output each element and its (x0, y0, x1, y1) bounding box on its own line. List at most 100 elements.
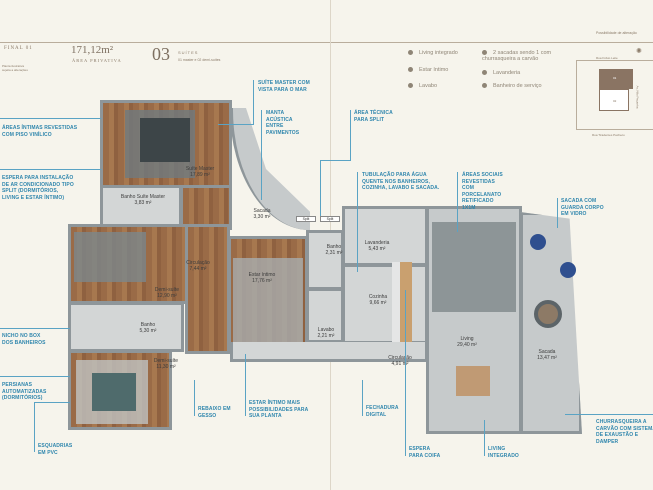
room-banho (68, 302, 184, 352)
unit-title: FINAL 01 (4, 46, 33, 51)
feature-item: 2 sacadas sendo 1 com churrasqueira a ca… (482, 50, 552, 62)
leader-line (0, 118, 101, 119)
leader-line (457, 172, 458, 232)
leader-line (34, 402, 70, 403)
bullet-icon (482, 83, 487, 89)
room-circulacao-1 (185, 224, 230, 354)
unit-outline (599, 89, 629, 111)
rug (233, 258, 303, 348)
chair-icon (530, 234, 546, 250)
chair-icon (560, 262, 576, 278)
leader-line (253, 80, 254, 124)
location-map: 01 02 (576, 60, 653, 130)
area-value: 171,12m² (71, 44, 114, 56)
callout-persianas: PERSIANAS AUTOMATIZADAS (dormitórios) (2, 382, 47, 401)
bullet-icon (408, 83, 413, 89)
callout-espera-ar: ESPERA PARA INSTALAÇÃO DE AR CONDICIONAD… (2, 175, 74, 201)
leader-line (362, 380, 363, 416)
bed-icon (92, 373, 136, 411)
dining-table-icon (456, 366, 490, 396)
leader-line (557, 198, 558, 228)
street-side: Av. Nilo Peçanha (635, 85, 640, 109)
round-table-icon (534, 300, 562, 328)
compass-rose-icon: ✺ (636, 48, 642, 55)
callout-areas-intimas: ÁREAS ÍNTIMAS REVESTIDAS COM PISO VINÍLI… (2, 125, 78, 138)
callout-nicho: NICHO NO BOX DOS BANHEIROS (2, 333, 46, 346)
callout-fechadura: FECHADURA DIGITAL (366, 405, 399, 418)
bullet-icon (482, 70, 487, 76)
leader-line (261, 110, 262, 200)
leader-line (357, 172, 358, 272)
bullet-icon (408, 67, 413, 73)
possibility-note: Possibilidade de alteração (596, 31, 637, 35)
callout-tubulacao: TUBULAÇÃO PARA ÁGUA QUENTE NOS BANHEIROS… (362, 172, 440, 191)
leader-line (405, 290, 406, 456)
street-top: Rua Fúlvio Leite (596, 56, 618, 60)
suites-note: 01 master e 02 demi-suítes (178, 58, 221, 62)
leader-line (34, 402, 35, 452)
bullet-icon (482, 50, 487, 56)
feature-item: Living integrado (408, 50, 458, 56)
unit-mark: 01 (613, 76, 617, 80)
leader-line (0, 169, 101, 170)
header-rule (0, 42, 653, 43)
leader-line (484, 420, 485, 456)
callout-espera-coifa: ESPERA PARA COIFA (409, 446, 441, 459)
feature-item: Banheiro de serviço (482, 83, 542, 89)
callout-area-tecnica: ÁREA TÉCNICA PARA SPLIT (354, 110, 393, 123)
split-unit: Split (320, 216, 340, 222)
rug (432, 222, 516, 312)
callout-suite-master: SUÍTE MASTER COM VISTA PARA O MAR (258, 80, 310, 93)
feature-item: Estar íntimo (408, 67, 448, 73)
leader-line (320, 160, 351, 161)
feature-item: Lavanderia (482, 70, 520, 76)
callout-living: LIVING INTEGRADO (488, 446, 519, 459)
kitchen-island (392, 262, 412, 344)
room-lavanderia (342, 206, 428, 266)
room-banho-servico (306, 230, 344, 290)
callout-estar-intimo: ESTAR ÍNTIMO MAIS POSSIBILIDADES PARA SU… (249, 400, 309, 419)
bullet-icon (408, 50, 413, 56)
suites-count: 03 (152, 44, 170, 64)
callout-churrasqueira: CHURRASQUEIRA A CARVÃO COM SISTEMA DE EX… (596, 419, 653, 445)
callout-esquadrias: ESQUADRIAS EM PVC (38, 443, 73, 456)
bed-icon (140, 118, 190, 162)
callout-manta: MANTA ACÚSTICA ENTRE PAVIMENTOS (266, 110, 300, 136)
leader-line (565, 414, 653, 415)
callout-rebaixo: REBAIXO EM GESSO (198, 406, 231, 419)
room-cozinha (342, 264, 428, 344)
unit-mark: 02 (613, 99, 617, 103)
leader-line (320, 160, 321, 216)
callout-sacada-vidro: SACADA COM GUARDA CORPO EM VIDRO (561, 198, 604, 217)
unit-highlight (599, 69, 633, 89)
leader-line (218, 124, 254, 125)
leader-line (245, 354, 246, 416)
split-unit: Split (296, 216, 316, 222)
area-label: ÁREA PRIVATIVA (72, 58, 122, 63)
leader-line (350, 110, 351, 160)
callout-areas-sociais: ÁREAS SOCIAIS REVESTIDAS COM PORCELANATO… (462, 172, 503, 211)
leader-line (194, 380, 195, 416)
leader-line (0, 328, 70, 329)
bed-icon (74, 232, 146, 282)
unit-note: Planta ilustrativa sujeita a alterações (2, 64, 28, 72)
feature-item: Lavabo (408, 83, 437, 89)
street-bottom: Rua Tiradentes Pacheco (592, 133, 625, 137)
suites-label: SUÍTES (178, 50, 199, 55)
leader-line (0, 376, 70, 377)
